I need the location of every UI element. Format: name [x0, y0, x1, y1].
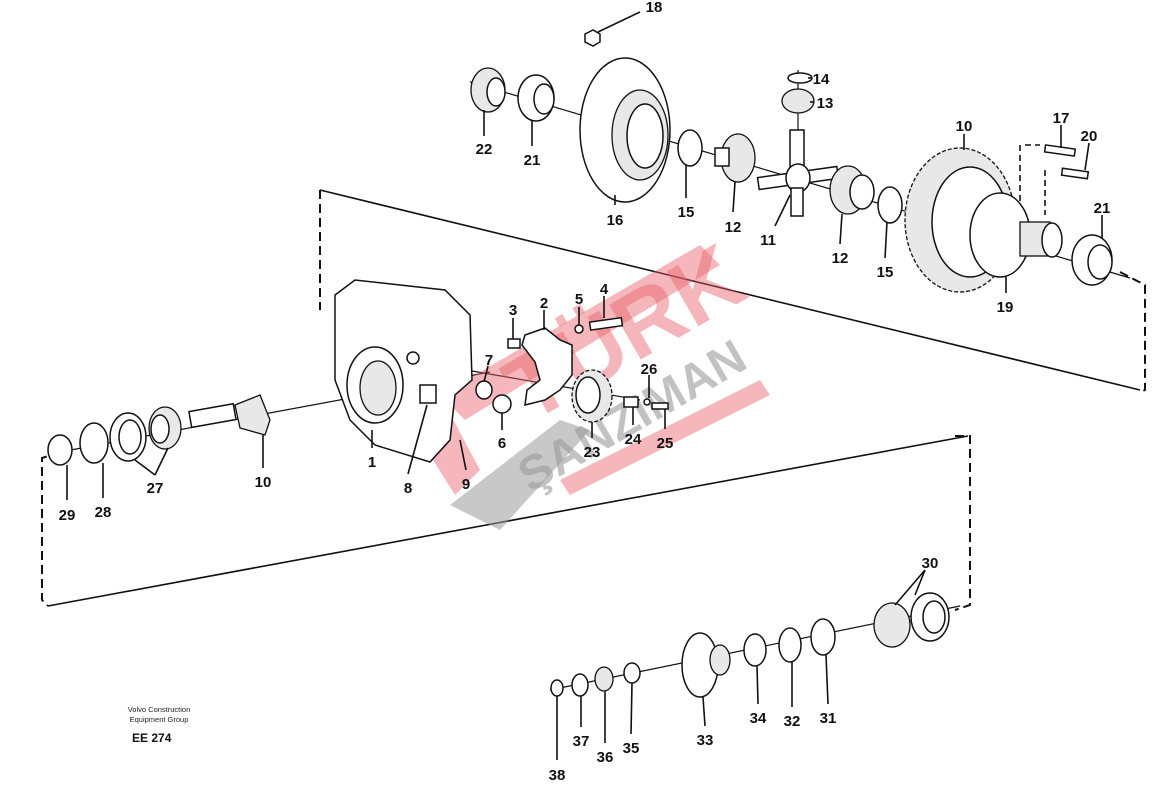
label-12-b: 12 [832, 250, 849, 267]
label-3: 3 [509, 302, 517, 319]
label-27: 27 [147, 480, 164, 497]
part-32-shim [778, 627, 802, 663]
part-3-bushing [507, 338, 521, 349]
credit-line-2: Equipment Group [129, 715, 189, 724]
part-13-differential-pinion [781, 88, 815, 114]
label-30: 30 [922, 555, 939, 572]
part-20-bolt [1060, 167, 1090, 180]
part-12-side-gear-second [829, 165, 875, 215]
part-5-washer [574, 324, 584, 334]
part-34-seal [743, 633, 767, 667]
part-37-washer [571, 673, 589, 697]
label-13: 13 [817, 95, 834, 112]
boundary-dashed-right-bottom [954, 435, 971, 611]
label-8: 8 [404, 480, 412, 497]
label-28: 28 [95, 504, 112, 521]
label-33: 33 [697, 732, 714, 749]
label-35: 35 [623, 740, 640, 757]
label-26: 26 [641, 361, 658, 378]
credit-line-1: Volvo Construction [127, 705, 191, 714]
label-9: 9 [462, 476, 470, 493]
part-17-bolt [1043, 144, 1077, 157]
label-11: 11 [760, 232, 776, 249]
watermark-band-bottom [560, 380, 770, 495]
label-4: 4 [600, 281, 609, 298]
part-19-differential-housing-half [969, 192, 1063, 278]
label-38: 38 [549, 767, 566, 784]
part-30-bearing [873, 592, 950, 648]
label-22: 22 [476, 141, 493, 158]
label-37: 37 [573, 733, 590, 750]
label-24: 24 [625, 431, 642, 448]
part-29-washer [47, 434, 73, 466]
part-6-plug [492, 394, 512, 414]
label-18: 18 [646, 0, 663, 16]
boundary-dashed-right-top [1119, 271, 1146, 393]
label-20: 20 [1081, 128, 1098, 145]
part-11-spider [756, 129, 840, 217]
part-38-circlip [550, 679, 564, 697]
bolt-17-guide [1019, 144, 1040, 215]
label-29: 29 [59, 507, 76, 524]
part-26-washer [643, 398, 651, 406]
publisher-credit: Volvo Construction Equipment Group [104, 705, 214, 725]
part-21-bearing-right [1071, 234, 1113, 286]
label-16: 16 [607, 212, 624, 229]
part-25-bolt [651, 402, 669, 410]
part-35-nut [623, 662, 641, 684]
boundary-line-top [319, 189, 1141, 391]
part-10-drive-pinion [188, 394, 271, 436]
label-23: 23 [584, 444, 601, 461]
part-33-flange [681, 632, 731, 698]
part-22-bearing-cone [470, 67, 506, 113]
label-12-a: 12 [725, 219, 742, 236]
part-16-differential-housing [579, 57, 671, 203]
label-17: 17 [1053, 110, 1070, 127]
label-10-crown: 10 [956, 118, 973, 135]
label-31: 31 [820, 710, 837, 727]
label-15-b: 15 [877, 264, 894, 281]
part-28-shim [79, 422, 109, 464]
label-5: 5 [575, 291, 583, 308]
label-2: 2 [540, 295, 548, 312]
label-32: 32 [784, 713, 801, 730]
label-7: 7 [485, 352, 493, 369]
label-34: 34 [750, 710, 767, 727]
label-19: 19 [997, 299, 1014, 316]
label-6: 6 [498, 435, 506, 452]
part-7-o-ring [475, 380, 493, 400]
label-21-right: 21 [1094, 200, 1111, 217]
part-23-clutch-sleeve [571, 369, 613, 423]
part-36-lock-washer [594, 666, 614, 692]
part-24-lock-plate [623, 396, 639, 408]
label-36: 36 [597, 749, 614, 766]
part-labels: 18 14 13 22 21 10 17 20 16 15 12 11 12 1… [59, 0, 1111, 784]
part-1-final-drive-housing [334, 279, 473, 463]
part-15-thrust-washer-second [877, 186, 903, 224]
part-12-side-gear [714, 133, 756, 183]
label-25: 25 [657, 435, 674, 452]
part-4-bolt [588, 316, 624, 331]
label-1: 1 [368, 454, 376, 471]
watermark-v-right [450, 420, 590, 530]
label-15-a: 15 [678, 204, 695, 221]
part-21-bearing-cup-top [517, 74, 555, 122]
drawing-code: EE 274 [132, 731, 172, 745]
label-10-pinion: 10 [255, 474, 272, 491]
label-14: 14 [813, 71, 830, 88]
boundary-dashed-left-bottom [41, 451, 61, 607]
part-31-spacer [810, 618, 836, 656]
parts [47, 29, 1113, 698]
part-2-shift-fork [521, 327, 573, 406]
label-21-top: 21 [524, 152, 541, 169]
part-15-thrust-washer [677, 129, 703, 167]
part-18-nut [584, 29, 601, 47]
part-27-pinion-bearing [109, 406, 182, 462]
leader-lines [66, 11, 1103, 760]
